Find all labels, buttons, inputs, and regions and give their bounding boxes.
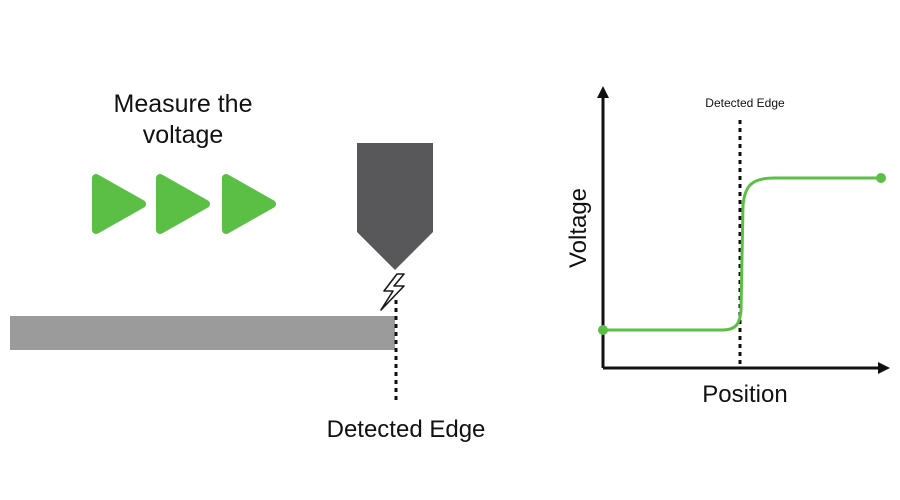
voltage-curve xyxy=(601,176,883,332)
probe-tip xyxy=(357,143,433,270)
voltage-position-chart: Detected Edge Position Voltage xyxy=(565,86,890,408)
curve-end-point xyxy=(876,173,886,183)
play-arrow-icon xyxy=(156,174,210,234)
y-axis-label: Voltage xyxy=(565,188,592,268)
play-arrow-icon xyxy=(92,174,146,234)
substrate-bar xyxy=(10,316,395,350)
x-axis-arrowhead xyxy=(878,362,890,374)
play-arrow-icon xyxy=(222,174,276,234)
caption-line-2: voltage xyxy=(143,121,224,149)
x-axis-label: Position xyxy=(702,381,787,408)
lightning-bolt-icon xyxy=(380,273,405,311)
chart-detected-edge-label: Detected Edge xyxy=(705,96,785,110)
curve-start-point xyxy=(598,325,608,335)
detected-edge-label: Detected Edge xyxy=(327,416,486,443)
caption-line-1: Measure the xyxy=(114,90,253,118)
play-arrow-icon-group xyxy=(92,174,276,234)
y-axis-arrowhead xyxy=(597,86,609,98)
